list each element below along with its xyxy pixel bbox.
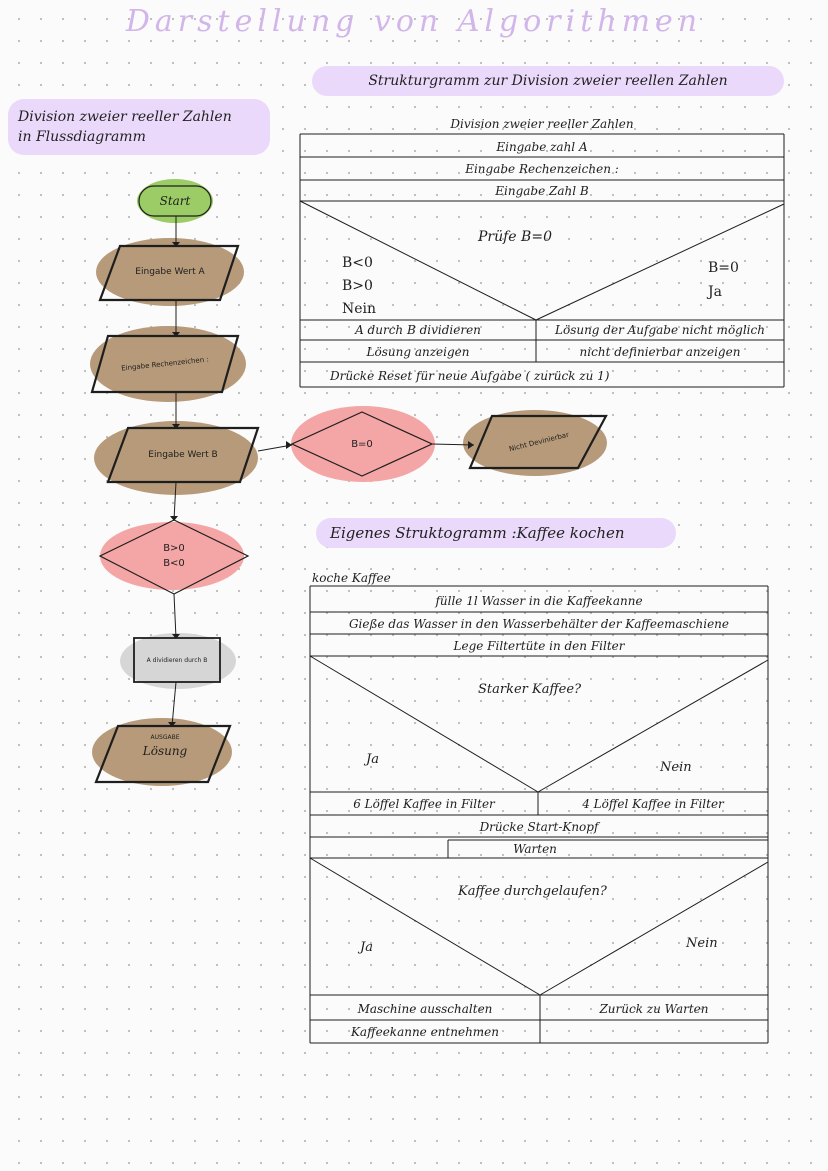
flow-heading: Division zweier reeller Zahlen in Flussd… bbox=[8, 99, 270, 155]
division-right-case-1: B=0 bbox=[708, 260, 739, 276]
coffee-wait: Warten bbox=[513, 841, 557, 856]
notdef-blob bbox=[463, 410, 607, 476]
coffee-yes-1-action: 6 Löffel Kaffee in Filter bbox=[353, 796, 495, 811]
division-heading: Strukturgramm zur Division zweier reelle… bbox=[312, 66, 784, 96]
coffee-start: Drücke Start-Knopf bbox=[479, 819, 599, 834]
page-title: Darstellung von Algorithmen bbox=[125, 4, 703, 39]
division-row-3: Eingabe Zahl B bbox=[495, 183, 589, 198]
division-heading-text: Strukturgramm zur Division zweier reelle… bbox=[368, 73, 728, 89]
coffee-heading-text: Eigenes Struktogramm :Kaffee kochen bbox=[330, 524, 625, 542]
coffee-row-1: fülle 1l Wasser in die Kaffeekanne bbox=[435, 594, 643, 608]
division-right-case-2: Ja bbox=[708, 284, 722, 300]
output-shape bbox=[94, 724, 232, 784]
coffee-yes-2: Ja bbox=[360, 940, 373, 955]
division-left-action-2: Lösung anzeigen bbox=[366, 344, 470, 359]
flow-heading-text: Division zweier reeller Zahlen in Flussd… bbox=[18, 109, 232, 145]
output-small-label: AUSGABE bbox=[150, 734, 180, 741]
input-b-shape bbox=[106, 426, 260, 484]
division-right-action-1: Lösung der Aufgabe nicht möglich bbox=[555, 323, 765, 337]
coffee-no-2-action: Zurück zu Warten bbox=[599, 1001, 709, 1016]
division-footer: Drücke Reset für neue Aufgabe ( zurück z… bbox=[330, 368, 610, 383]
input-a-blob bbox=[96, 238, 244, 306]
coffee-row-2: Gieße das Wasser in den Wasserbehälter d… bbox=[348, 616, 730, 631]
coffee-yes-2-action-2: Kaffeekanne entnehmen bbox=[350, 1025, 500, 1039]
coffee-condition-1: Starker Kaffee? bbox=[478, 682, 582, 697]
coffee-no-1: Nein bbox=[660, 760, 692, 775]
output-labels: AUSGABE Lösung bbox=[110, 733, 220, 759]
division-row-2: Eingabe Rechenzeichen : bbox=[465, 161, 619, 176]
division-right-action-2: nicht definierbar anzeigen bbox=[579, 344, 741, 359]
coffee-no-2: Nein bbox=[686, 936, 718, 951]
coffee-row-3: Lege Filtertüte in den Filter bbox=[453, 638, 625, 653]
input-op-shape bbox=[90, 334, 240, 394]
coffee-no-1-action: 4 Löffel Kaffee in Filter bbox=[582, 796, 724, 811]
coffee-heading: Eigenes Struktogramm :Kaffee kochen bbox=[316, 518, 676, 548]
coffee-name: koche Kaffee bbox=[312, 571, 391, 585]
coffee-yes-1: Ja bbox=[366, 752, 379, 767]
division-left-case-1: B<0 bbox=[342, 255, 373, 271]
start-blob bbox=[137, 179, 213, 223]
input-b-label: Eingabe Wert B bbox=[148, 450, 218, 460]
input-b-blob bbox=[94, 421, 258, 495]
zero-label: B=0 bbox=[351, 438, 373, 450]
nonzero-label-1: B>0 bbox=[163, 543, 185, 554]
division-left-action-1: A durch B dividieren bbox=[355, 323, 481, 337]
nonzero-label-2: B<0 bbox=[163, 558, 185, 569]
divide-shape bbox=[133, 637, 221, 683]
input-a-shape bbox=[98, 244, 240, 302]
start-shape bbox=[138, 185, 212, 217]
start-label: Start bbox=[159, 194, 191, 208]
notdef-shape bbox=[468, 414, 608, 470]
divide-label: A dividieren durch B bbox=[146, 656, 208, 664]
division-right-cases: B=0 Ja bbox=[708, 256, 739, 304]
coffee-condition-2: Kaffee durchgelaufen? bbox=[458, 884, 607, 899]
output-blob bbox=[92, 718, 232, 786]
coffee-yes-2-action-1: Maschine ausschalten bbox=[357, 1001, 493, 1016]
nonzero-labels: B>0 B<0 bbox=[134, 541, 214, 571]
zero-blob bbox=[291, 406, 435, 482]
division-left-case-2: B>0 bbox=[342, 278, 373, 294]
output-label: Lösung bbox=[142, 744, 188, 758]
division-name: Division zweier reeller Zahlen bbox=[450, 117, 634, 131]
division-left-cases: B<0 B>0 Nein bbox=[342, 252, 376, 321]
zero-shape bbox=[290, 411, 434, 477]
division-row-1: Eingabe zahl A bbox=[496, 139, 588, 154]
division-left-case-3: Nein bbox=[342, 301, 377, 317]
input-a-label: Eingabe Wert A bbox=[135, 267, 205, 277]
input-op-blob bbox=[90, 326, 246, 402]
division-condition: Prüfe B=0 bbox=[478, 229, 552, 245]
divide-blob bbox=[120, 633, 236, 689]
